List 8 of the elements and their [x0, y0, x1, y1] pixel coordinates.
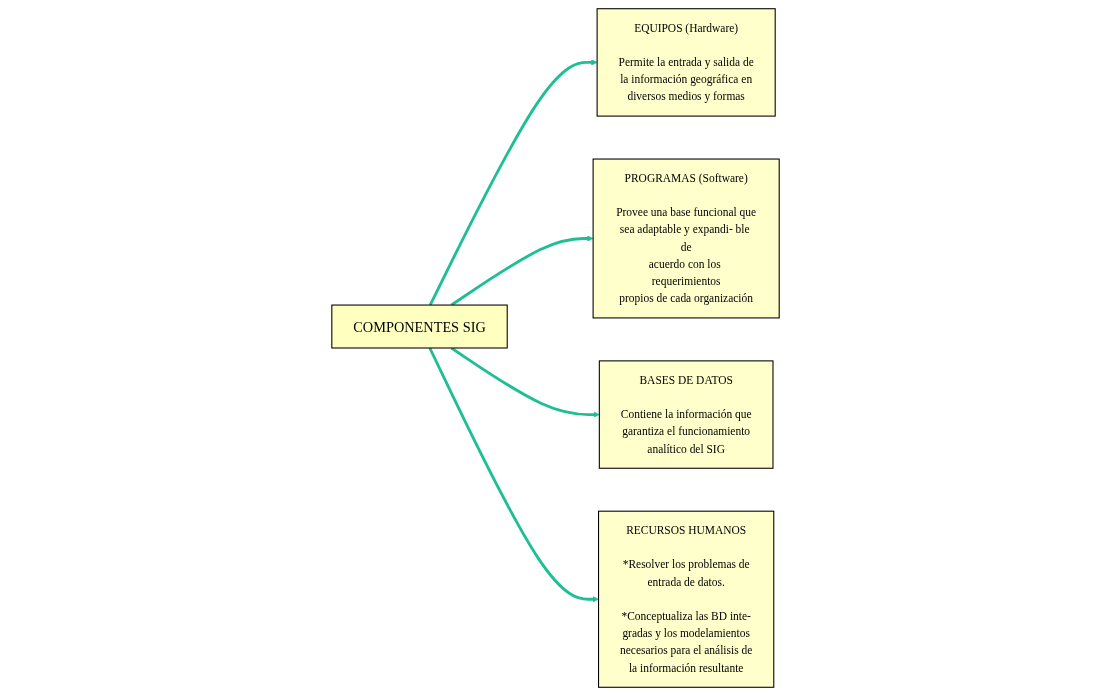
arrow	[429, 347, 600, 603]
node-box: PROGRAMAS (Software) Provee una base funcional que sea adaptable y expandi- ble de acuerdo con los requerimientos propios de cada organización	[593, 158, 781, 319]
arrow	[451, 235, 594, 307]
node-box: COMPONENTES SIG	[331, 304, 509, 349]
node-box: RECURSOS HUMANOS *Resolver los problemas de entrada de datos. *Conceptualiza las BD inte- gradas y los modelamientos necesarios para el análisis de la información resultante	[598, 510, 775, 688]
arrow	[429, 59, 598, 306]
node-box: BASES DE DATOS Contiene la información que garantiza el funcionamiento analítico del SIG	[599, 360, 774, 469]
node-box: EQUIPOS (Hardware) Permite la entrada y salida de la información geográfica en diversos medios y formas	[597, 8, 777, 117]
